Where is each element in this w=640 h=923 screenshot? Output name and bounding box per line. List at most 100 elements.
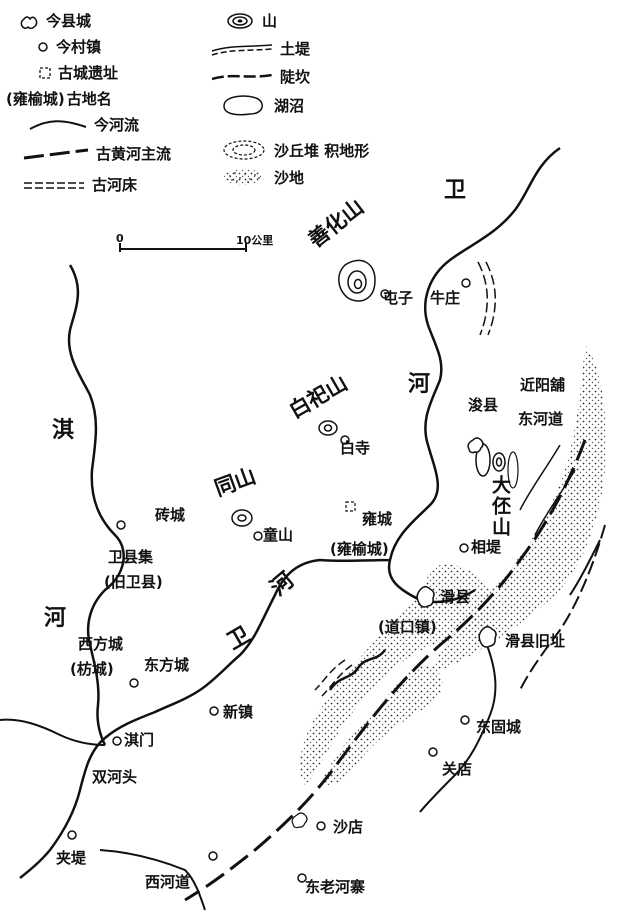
place-fangcheng: (枋城) xyxy=(70,660,114,678)
scale-end: 10公里 xyxy=(236,234,274,247)
mountain-label-dapi: 大伾山 xyxy=(489,475,511,538)
sand-area-south xyxy=(320,665,443,787)
place-baisi: 白寺 xyxy=(340,439,371,457)
place-donghedao: 东河道 xyxy=(518,410,564,428)
county-city-icon xyxy=(20,15,38,29)
place-guandian: 关店 xyxy=(442,760,473,778)
place-jiadi: 夹堤 xyxy=(56,849,87,867)
levee-east xyxy=(519,444,561,511)
legend-label: 山 xyxy=(262,12,278,30)
legend-label: 今县城 xyxy=(46,12,92,30)
ancient-riverbed-north-2 xyxy=(485,261,496,336)
sand-area-east xyxy=(430,345,607,672)
legend-village: 今村镇 xyxy=(36,36,101,57)
legend-scarp: 陡坎 xyxy=(210,66,310,87)
place-xiangdi: 相堤 xyxy=(471,538,502,556)
legend-county-city: 今县城 xyxy=(20,10,91,31)
place-tongshan: 童山 xyxy=(263,526,294,544)
legend-ancient-riverbed: 古河床 xyxy=(22,174,137,195)
scarp-icon xyxy=(211,73,273,80)
river-label-he-qi: 河 xyxy=(44,606,67,631)
ancient-riverbed-mid xyxy=(314,659,346,691)
place-tunzi: 屯子 xyxy=(383,289,414,307)
tributary-southwest xyxy=(0,718,106,746)
place-huaxian: 滑县 xyxy=(440,588,471,606)
legend-label: 今河流 xyxy=(94,116,140,134)
legend-lake: 湖沼 xyxy=(220,92,304,118)
place-yongcheng: 雍城 xyxy=(362,510,393,528)
place-xihedao: 西河道 xyxy=(145,873,191,891)
scarp-east xyxy=(519,524,606,691)
village-markers xyxy=(67,278,471,883)
legend-label: 古城遗址 xyxy=(58,64,119,82)
dune-icon xyxy=(223,140,265,160)
legend-label: 今村镇 xyxy=(56,38,102,56)
legend-sand: 沙地 xyxy=(220,166,304,188)
legend-ancient-ruin: 古城遗址 xyxy=(38,62,118,83)
legend-label: 沙丘堆 积地形 xyxy=(274,141,370,160)
sand-area-central xyxy=(300,564,496,785)
lake-dapi-2 xyxy=(507,451,519,489)
lake-icon xyxy=(223,95,263,116)
legend-levee: 土堤 xyxy=(210,38,310,59)
mountain-dapi xyxy=(492,452,506,472)
place-shadian: 沙店 xyxy=(333,818,364,836)
legend-label: 湖沼 xyxy=(274,96,305,115)
place-zhuancheng: 砖城 xyxy=(155,506,186,524)
sand-icon xyxy=(224,169,264,185)
legend-label: 沙地 xyxy=(274,168,305,187)
place-dongfangcheng: 东方城 xyxy=(144,656,190,674)
legend-ancient-yellow-river: 古黄河主流 xyxy=(22,143,171,164)
place-jinyangpu: 近阳舖 xyxy=(520,376,566,394)
place-donglaohezhai: 东老河寨 xyxy=(305,878,366,896)
county-city-huaxian xyxy=(416,586,435,608)
river-label-qi: 淇 xyxy=(52,418,75,443)
county-city-shadian xyxy=(291,812,308,829)
legend-dune: 沙丘堆 积地形 xyxy=(220,138,369,162)
river-east-south xyxy=(419,639,497,813)
place-donggucheng: 东固城 xyxy=(476,718,522,736)
place-qimen: 淇门 xyxy=(124,731,155,749)
legend-mountain: 山 xyxy=(226,10,277,31)
river-label-wei-north: 卫 xyxy=(444,178,467,203)
ancient-riverbed-mid-2 xyxy=(321,664,353,697)
wavy-ancient-channel xyxy=(328,649,386,691)
legend-label: 陡坎 xyxy=(280,68,311,86)
legend-label: 古河床 xyxy=(92,176,138,194)
place-yongyucheng: (雍榆城) xyxy=(330,540,389,558)
place-jiuweixian: (旧卫县) xyxy=(104,573,163,591)
scale-start: 0 xyxy=(116,232,124,245)
place-daokouzhen: (道口镇) xyxy=(378,618,437,636)
legend-label: 古地名 xyxy=(66,90,112,108)
place-xunxian: 浚县 xyxy=(468,396,499,414)
ancient-yellow-river-icon xyxy=(23,148,89,159)
legend-river: 今河流 xyxy=(28,114,139,135)
ancient-ruin-yongcheng xyxy=(345,501,356,512)
levee-icon xyxy=(211,43,273,56)
county-city-xunxian xyxy=(467,437,484,454)
ancient-ruin-huaxian-jiuzhi xyxy=(478,626,497,648)
legend-label: 古黄河主流 xyxy=(96,145,172,163)
qi-river xyxy=(67,264,125,746)
river-icon xyxy=(29,119,87,130)
ancient-name-icon: (雍榆城) xyxy=(6,90,65,108)
river-northeast xyxy=(569,539,601,596)
scale-bar xyxy=(119,243,247,252)
place-niuzhuang: 牛庄 xyxy=(430,289,461,307)
mountain-shanhua xyxy=(338,259,376,302)
ancient-riverbed-north xyxy=(477,261,488,336)
levee-east-2 xyxy=(534,469,576,536)
river-label-he-north: 河 xyxy=(408,372,431,397)
place-xinzhen: 新镇 xyxy=(223,703,254,721)
mountain-icon xyxy=(227,12,253,29)
tributary-south xyxy=(99,849,206,911)
legend-ancient-name: (雍榆城) 古地名 xyxy=(6,88,112,109)
ancient-city-ruin-icon xyxy=(39,66,51,79)
ancient-yellow-river xyxy=(184,439,587,902)
mountain-baisi xyxy=(318,420,338,436)
wei-river xyxy=(19,146,561,879)
legend-label: 土堤 xyxy=(280,40,311,58)
ancient-riverbed-icon xyxy=(24,181,84,189)
place-xifangcheng: 西方城 xyxy=(78,635,124,653)
